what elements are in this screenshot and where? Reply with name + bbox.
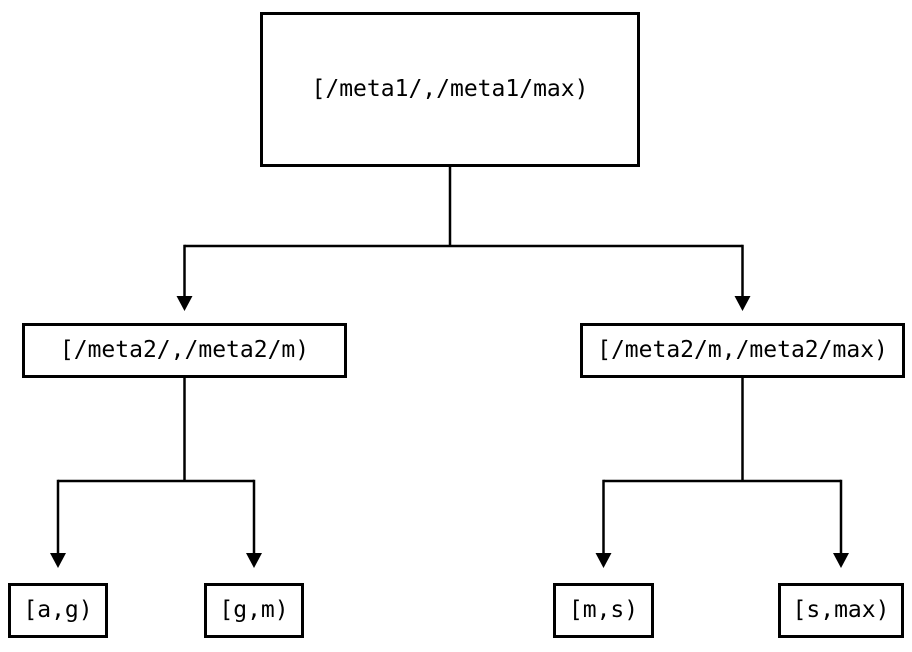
node-label: [a,g) bbox=[23, 597, 93, 623]
arrow-down-icon bbox=[50, 553, 66, 568]
arrow-down-icon bbox=[246, 553, 262, 568]
node-label: [/meta1/,/meta1/max) bbox=[311, 76, 589, 102]
tree-node-root: [/meta1/,/meta1/max) bbox=[260, 12, 640, 167]
tree-node-meta2-low: [/meta2/,/meta2/m) bbox=[22, 323, 347, 378]
node-label: [s,max) bbox=[792, 597, 890, 623]
arrow-down-icon bbox=[833, 553, 849, 568]
edge-right-children bbox=[595, 378, 849, 568]
node-label: [m,s) bbox=[568, 597, 639, 623]
tree-node-leaf-smax: [s,max) bbox=[778, 583, 904, 638]
edge-left-children bbox=[50, 378, 262, 568]
edge-root-children bbox=[176, 167, 751, 311]
node-label: [/meta2/,/meta2/m) bbox=[59, 337, 310, 363]
arrow-down-icon bbox=[176, 296, 193, 311]
arrow-down-icon bbox=[734, 296, 751, 311]
tree-node-meta2-high: [/meta2/m,/meta2/max) bbox=[580, 323, 905, 378]
tree-node-leaf-gm: [g,m) bbox=[204, 583, 304, 638]
tree-node-leaf-ag: [a,g) bbox=[8, 583, 108, 638]
node-label: [/meta2/m,/meta2/max) bbox=[597, 337, 888, 363]
arrow-down-icon bbox=[595, 553, 612, 568]
tree-node-leaf-ms: [m,s) bbox=[553, 583, 654, 638]
node-label: [g,m) bbox=[219, 597, 289, 623]
